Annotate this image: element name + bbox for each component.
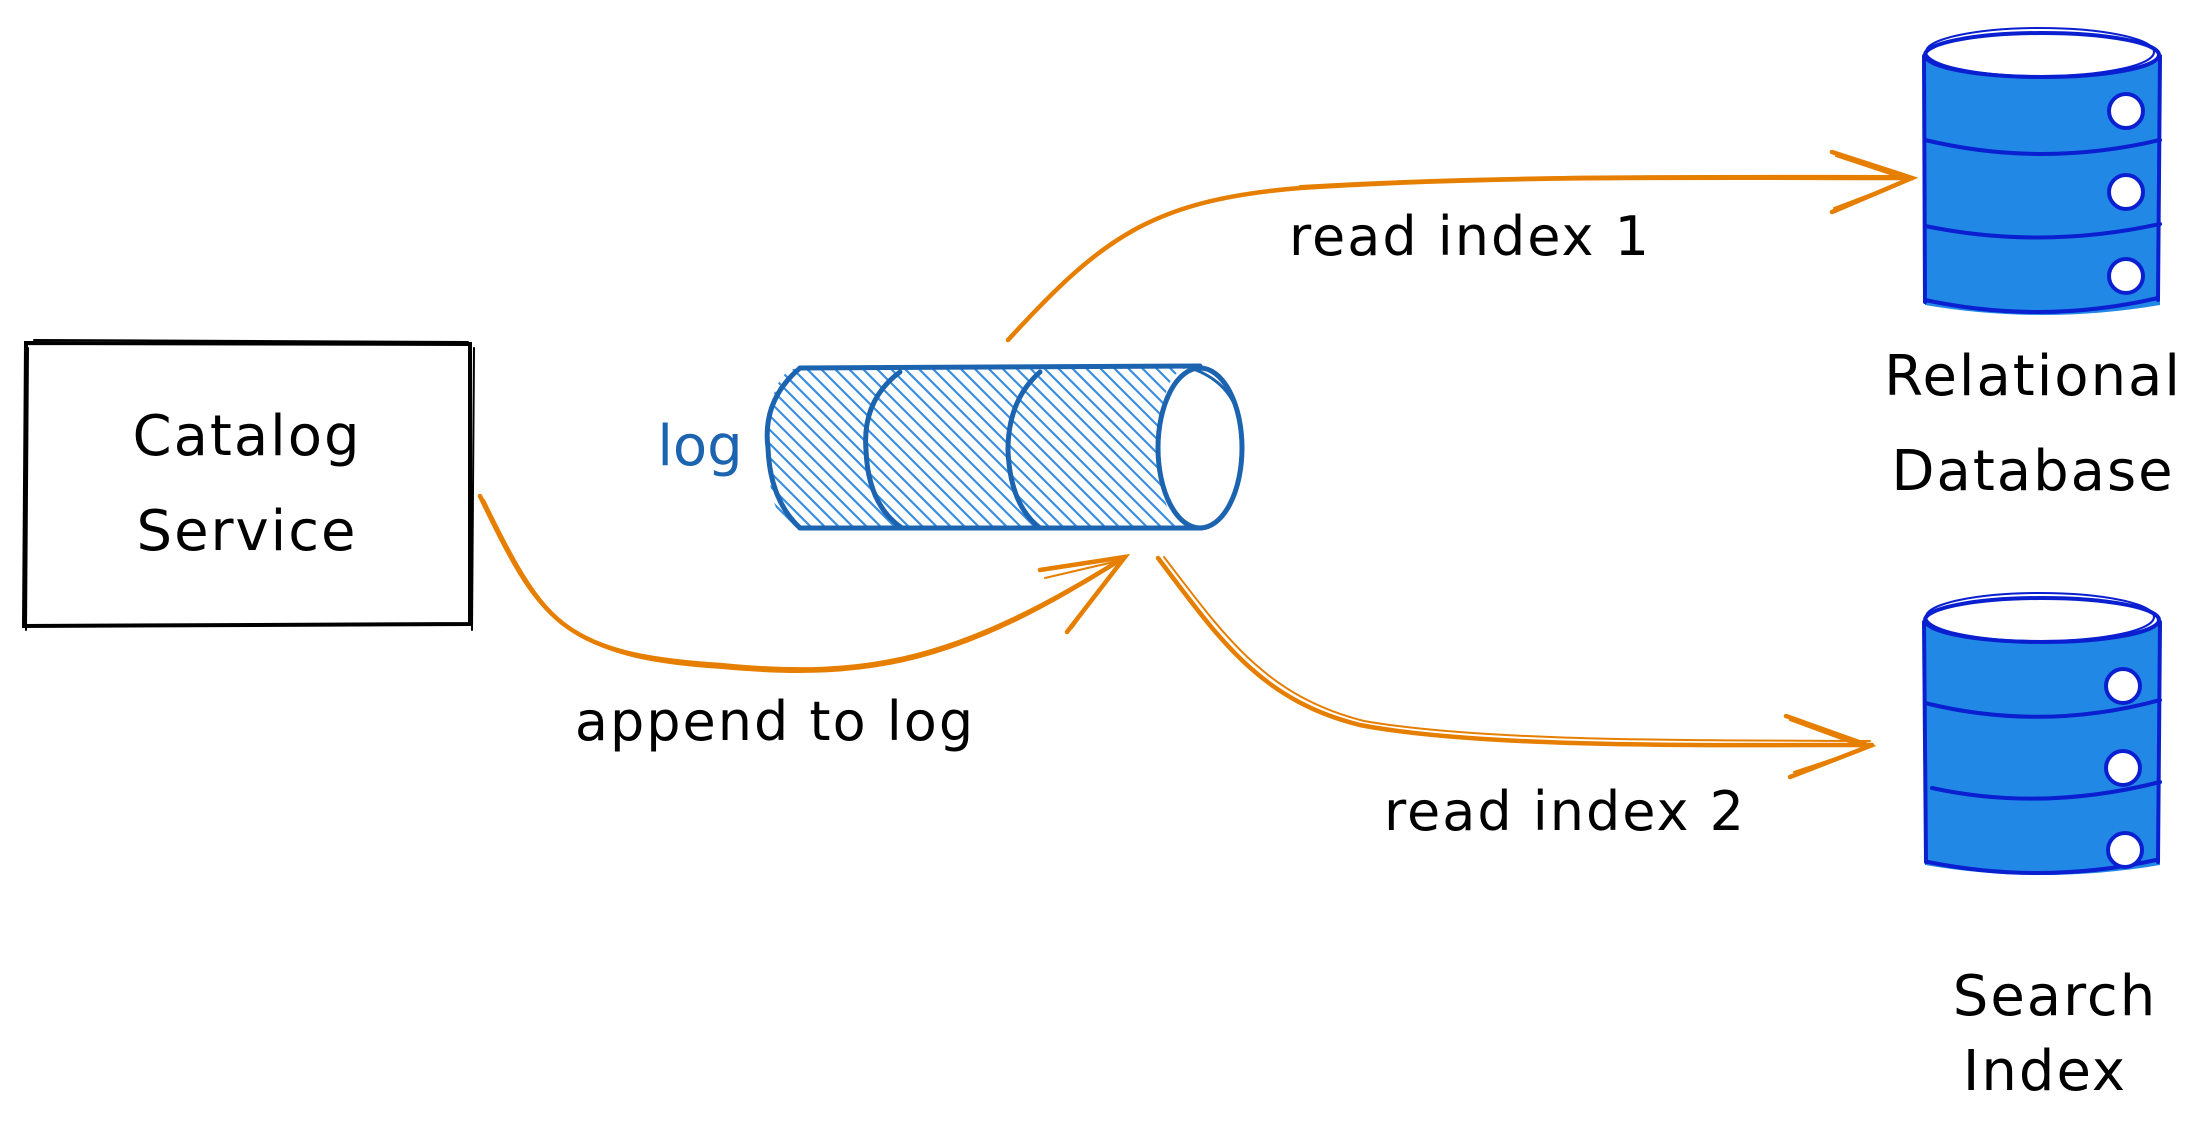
relational-database-label-line1: Relational	[1884, 344, 2182, 409]
log-hatch-line	[768, 368, 895, 528]
catalog-service-box	[21, 339, 475, 631]
db-indicator-light	[2104, 667, 2142, 705]
edge-append-to-log	[477, 493, 1131, 673]
log-cylinder-end	[1155, 365, 1245, 531]
log-hatch-line	[768, 368, 909, 528]
log-segment-divider	[1005, 369, 1043, 531]
log-hatch-line	[1232, 360, 1412, 540]
log-hatch-line	[825, 368, 1007, 528]
log-hatch-line	[951, 368, 1133, 528]
log-hatch-line	[1274, 360, 1454, 540]
arrow-head	[1783, 713, 1877, 780]
database-icon	[1922, 592, 2162, 875]
log-hatch-line	[1218, 360, 1398, 540]
log-hatch-line	[768, 368, 867, 528]
search-index-label-line1: Search	[1953, 964, 2157, 1029]
log-hatch-line	[881, 368, 1063, 528]
log-hatch-line	[895, 368, 1077, 528]
log-hatch-line	[768, 368, 937, 528]
log-hatch-line	[768, 368, 881, 528]
arrow-shaft	[1005, 175, 1915, 343]
db-indicator-light	[2106, 831, 2144, 869]
log-hatch-line	[867, 368, 1049, 528]
log-hatch-line	[1063, 368, 1190, 528]
db-indicator-light	[2107, 173, 2145, 211]
log-hatch-line	[1119, 368, 1190, 528]
arrow-head	[1829, 149, 1919, 215]
arrow-shaft	[477, 493, 1128, 672]
log-hatch-line	[768, 368, 839, 528]
edge-read-index-1-label: read index 1	[1289, 205, 1651, 268]
database-icon	[1922, 27, 2162, 315]
log-hatch-line	[768, 368, 825, 528]
log-hatch-line	[768, 368, 811, 528]
log-hatch-line	[937, 368, 1119, 528]
log-hatch-line	[1246, 360, 1426, 540]
catalog-service-node[interactable]: Catalog Service	[21, 339, 475, 631]
relational-database-node[interactable]: Relational Database	[1884, 27, 2182, 504]
log-hatch-line	[769, 368, 951, 528]
log-cylinder-outline	[764, 363, 1245, 531]
search-index-node[interactable]: Search Index	[1922, 592, 2162, 1104]
edge-read-index-2-label: read index 2	[1384, 780, 1746, 843]
log-hatch-line	[797, 368, 979, 528]
log-hatch-line	[1105, 368, 1190, 528]
log-segment-divider	[863, 369, 905, 531]
edge-read-index-2	[1155, 555, 1877, 780]
log-hatch-line	[965, 368, 1147, 528]
log-hatch-line	[1260, 360, 1440, 540]
log-hatch-line	[811, 368, 993, 528]
edge-read-index-1	[1005, 149, 1919, 343]
relational-database-label-line2: Database	[1891, 439, 2174, 504]
log-hatch-line	[1007, 368, 1189, 528]
catalog-service-label-line2: Service	[137, 499, 358, 564]
log-node[interactable]: log	[560, 360, 1454, 540]
log-hatch-line	[979, 368, 1161, 528]
log-hatch-line	[923, 368, 1105, 528]
arrow-shaft	[1155, 555, 1875, 748]
log-hatch-line	[1049, 368, 1190, 528]
catalog-service-label-line1: Catalog	[132, 404, 361, 469]
db-indicator-light	[2104, 749, 2142, 787]
log-hatch-line	[839, 368, 1021, 528]
log-hatch-line	[1133, 368, 1190, 528]
log-hatch-line	[909, 368, 1091, 528]
log-hatch-line	[768, 368, 853, 528]
log-hatch-line	[783, 368, 965, 528]
edge-append-to-log-label: append to log	[575, 690, 975, 753]
db-indicator-light	[2107, 257, 2145, 295]
log-hatch-fill	[768, 360, 1454, 540]
log-label: log	[657, 414, 742, 479]
search-index-label-line2: Index	[1963, 1039, 2127, 1104]
db-indicator-light	[2107, 92, 2145, 130]
arrow-shaft	[483, 499, 1123, 673]
